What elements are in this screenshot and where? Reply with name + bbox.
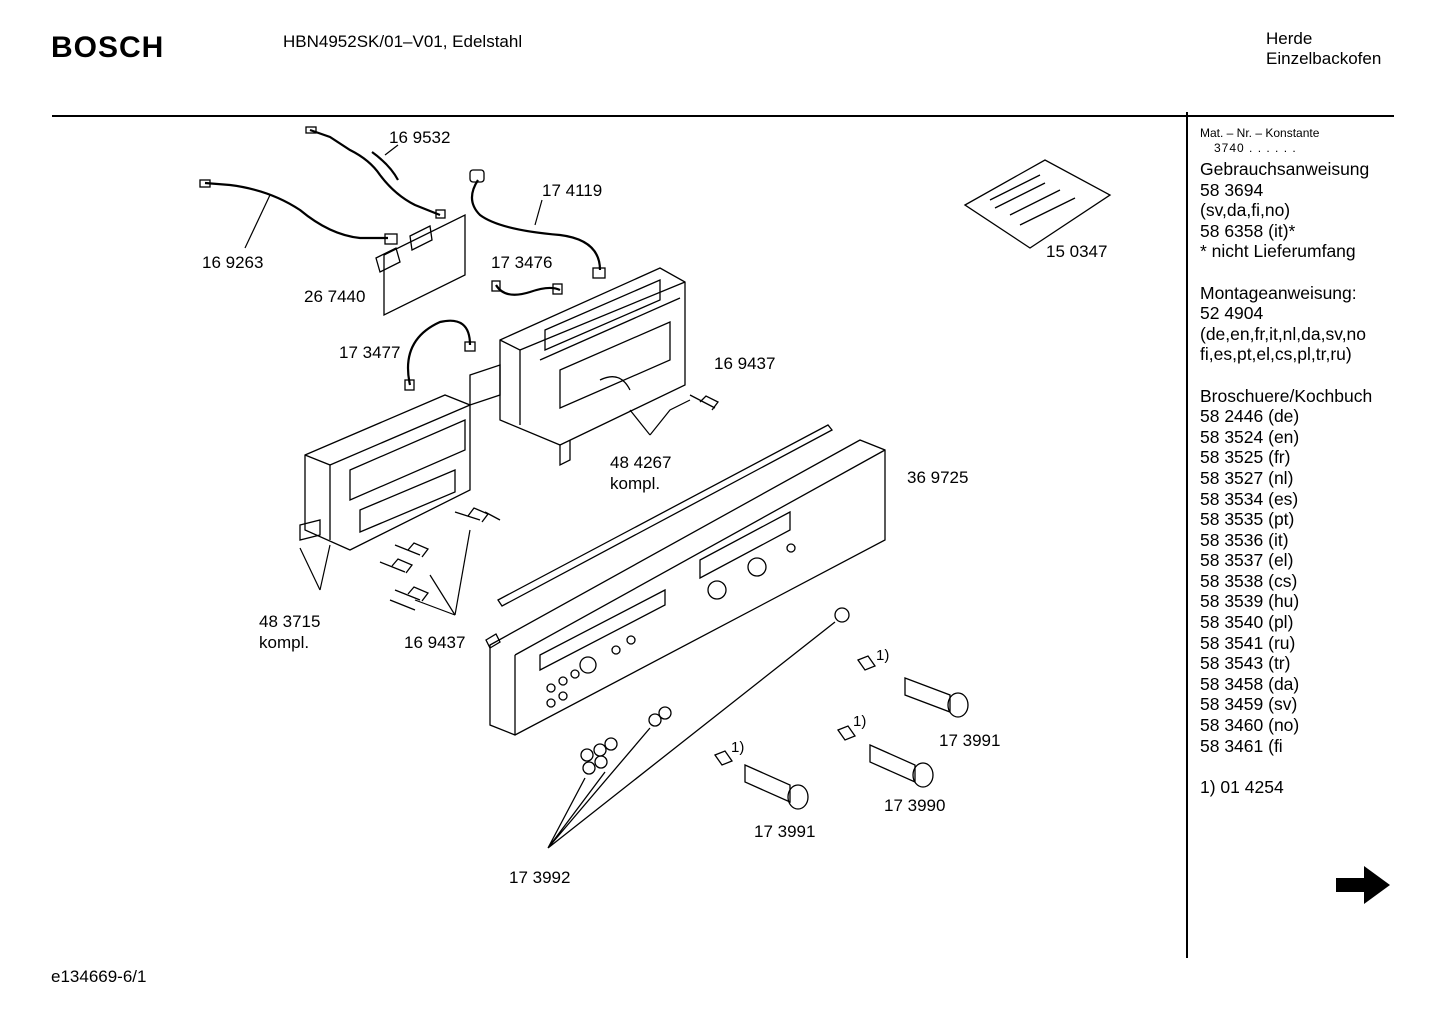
part-label: 15 0347 <box>1046 242 1107 261</box>
sidebar-line: 58 6358 (it)* <box>1200 220 1296 241</box>
sidebar-line: (de,en,fr,it,nl,da,sv,no <box>1200 323 1367 344</box>
category-line-1: Herde <box>1266 29 1313 48</box>
sidebar-spacer <box>1200 365 1372 386</box>
part-label: 17 3992 <box>509 868 570 887</box>
part-label: 16 9437 <box>404 633 465 652</box>
sidebar-line: Gebrauchsanweisung <box>1200 159 1370 179</box>
sidebar-line: * nicht Lieferumfang <box>1200 241 1356 262</box>
sidebar-line: Broschuere/Kochbuch <box>1200 385 1373 406</box>
sidebar-line: Montageanweisung: <box>1200 282 1357 303</box>
sidebar-line: 58 3534 (es) <box>1200 488 1299 509</box>
sidebar-line: 52 4904 <box>1200 303 1264 324</box>
cable-16-9532 <box>305 126 446 219</box>
part-label: 17 3477 <box>339 343 400 362</box>
cable-17-3477 <box>404 319 476 391</box>
sidebar-spacer <box>1200 262 1372 283</box>
sidebar-line: 58 3543 (tr) <box>1200 653 1291 674</box>
part-label: 17 4119 <box>542 181 602 200</box>
part-label: 16 9263 <box>202 253 263 272</box>
exploded-parts-diagram: 16 9532 17 4119 16 9263 26 7440 17 3476 17 34… <box>199 126 1112 887</box>
knobs-17-3992 <box>547 607 850 849</box>
sidebar-line: 58 3458 (da) <box>1200 673 1300 694</box>
arrow-right-icon[interactable] <box>1334 860 1394 910</box>
part-label: 48 4267 <box>610 453 671 472</box>
clips-16-9437 <box>379 394 719 611</box>
sidebar-line: 58 3524 (en) <box>1200 426 1300 447</box>
sidebar-line: fi,es,pt,el,cs,pl,tr,ru) <box>1200 344 1352 365</box>
module-48-4267 <box>469 267 686 467</box>
sidebar-line: 58 3540 (pl) <box>1200 612 1294 633</box>
category-line-2: Einzelbackofen <box>1266 49 1382 68</box>
part-label: 17 3991 <box>754 822 815 841</box>
part-label: 26 7440 <box>304 287 365 306</box>
sidebar-line: 58 3460 (no) <box>1200 715 1300 736</box>
module-48-3715 <box>299 394 471 551</box>
trim-strip <box>497 424 833 607</box>
knob-shaft-17-3991-right <box>856 655 969 718</box>
sidebar-line: 58 2446 (de) <box>1200 406 1300 427</box>
sidebar-line: 58 3459 (sv) <box>1200 694 1298 715</box>
part-label: 17 3476 <box>491 253 552 272</box>
sidebar-line: 58 3527 (nl) <box>1200 467 1294 488</box>
sidebar-line: 58 3525 (fr) <box>1200 447 1291 468</box>
brand-logo: BOSCH <box>51 31 165 64</box>
part-label: 1) <box>853 713 866 730</box>
knob-shaft-17-3990 <box>836 725 934 788</box>
sidebar-spacer <box>1200 756 1372 777</box>
control-panel-36-9725 <box>485 439 886 736</box>
board-26-7440 <box>375 213 466 317</box>
model-title: HBN4952SK/01–V01, Edelstahl <box>283 32 523 51</box>
part-label: 17 3991 <box>939 731 1000 750</box>
part-label: 1) <box>876 647 889 664</box>
part-label: 48 3715 <box>259 612 320 631</box>
sidebar-line: 1) 01 4254 <box>1200 776 1284 797</box>
const-value: 3740 . . . . . . <box>1214 141 1297 155</box>
part-label: 16 9437 <box>714 354 775 373</box>
part-label: 16 9532 <box>389 128 450 147</box>
sidebar-line: 58 3694 <box>1200 179 1264 200</box>
sidebar-line: (sv,da,fi,no) <box>1200 200 1291 221</box>
sidebar-line: 58 3539 (hu) <box>1200 591 1300 612</box>
cable-17-4119 <box>469 169 606 279</box>
part-label: 17 3990 <box>884 796 945 815</box>
sidebar-line: 58 3535 (pt) <box>1200 509 1295 530</box>
header-divider <box>52 115 1394 117</box>
screw-bag-15-0347 <box>963 159 1112 249</box>
sidebar-line: 58 3538 (cs) <box>1200 570 1298 591</box>
cable-16-9263 <box>199 179 398 245</box>
part-label: 1) <box>731 739 744 756</box>
knob-shaft-17-3991-left <box>713 750 809 810</box>
sidebar-line: 58 3461 (fi <box>1200 735 1283 756</box>
sidebar-divider <box>1186 112 1188 958</box>
const-label: Mat. – Nr. – Konstante <box>1200 126 1320 140</box>
leader-lines <box>244 144 691 616</box>
sidebar-line: 58 3537 (el) <box>1200 550 1294 571</box>
document-id: e134669-6/1 <box>51 967 147 986</box>
sidebar-line: 58 3536 (it) <box>1200 529 1289 550</box>
part-label: kompl. <box>610 474 660 493</box>
part-label: kompl. <box>259 633 309 652</box>
cable-17-3476 <box>491 280 563 296</box>
part-label: 36 9725 <box>907 468 968 487</box>
sidebar-line: 58 3541 (ru) <box>1200 632 1296 653</box>
